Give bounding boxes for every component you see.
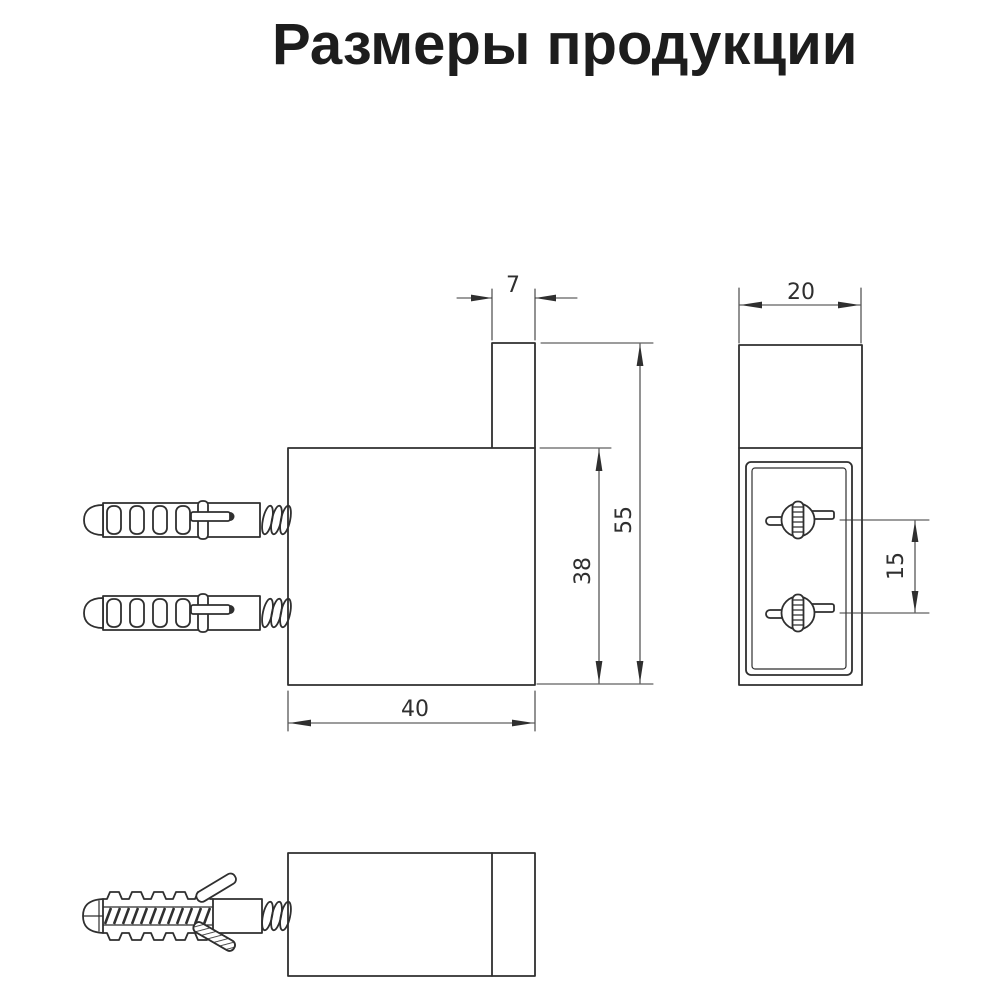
dimension-screw-spacing: 15 bbox=[839, 519, 930, 614]
arrowhead bbox=[289, 719, 311, 727]
expansion-wing-upper bbox=[195, 872, 237, 903]
dimension-body-height: 38 bbox=[539, 447, 612, 684]
dowel-rib-bottom bbox=[102, 932, 214, 941]
wall-anchor-side-profile bbox=[82, 872, 294, 952]
dimension-label: 38 bbox=[571, 557, 596, 585]
side-view: 20 15 bbox=[738, 280, 930, 686]
wall-anchor-bottom bbox=[83, 593, 261, 633]
arrowhead bbox=[535, 294, 556, 302]
dimension-label: 15 bbox=[884, 552, 909, 580]
mounting-plate-inner bbox=[751, 467, 847, 670]
hook-body bbox=[287, 447, 536, 686]
dimension-label: 20 bbox=[787, 280, 815, 305]
dimension-label: 55 bbox=[612, 506, 637, 534]
arrowhead bbox=[636, 344, 644, 366]
arrowhead bbox=[911, 521, 919, 542]
mounting-plate-outer bbox=[745, 461, 853, 676]
arrowhead bbox=[595, 661, 603, 683]
dimension-depth: 20 bbox=[738, 280, 862, 344]
arrowhead bbox=[512, 719, 534, 727]
bottom-body bbox=[287, 852, 536, 977]
wall-anchor-top bbox=[83, 500, 261, 540]
arrowhead bbox=[595, 449, 603, 471]
arrowhead bbox=[838, 301, 860, 309]
arrowhead bbox=[636, 661, 644, 683]
screw-thread-band bbox=[103, 907, 213, 925]
hook-tab bbox=[491, 342, 536, 449]
page-title: Размеры продукции bbox=[272, 12, 858, 77]
expansion-wing-lower bbox=[192, 921, 236, 952]
dimension-label: 40 bbox=[401, 697, 429, 722]
arrowhead bbox=[911, 591, 919, 612]
dimension-tab-width: 7 bbox=[456, 273, 578, 341]
arrowhead bbox=[471, 294, 492, 302]
arrowhead bbox=[740, 301, 762, 309]
bottom-view bbox=[82, 852, 536, 977]
dimension-total-height: 55 bbox=[540, 342, 654, 684]
front-view: 7 55 38 40 bbox=[83, 273, 654, 732]
anchor-collar bbox=[212, 898, 263, 934]
dimension-body-width: 40 bbox=[287, 690, 536, 732]
dimension-label: 7 bbox=[506, 273, 520, 298]
